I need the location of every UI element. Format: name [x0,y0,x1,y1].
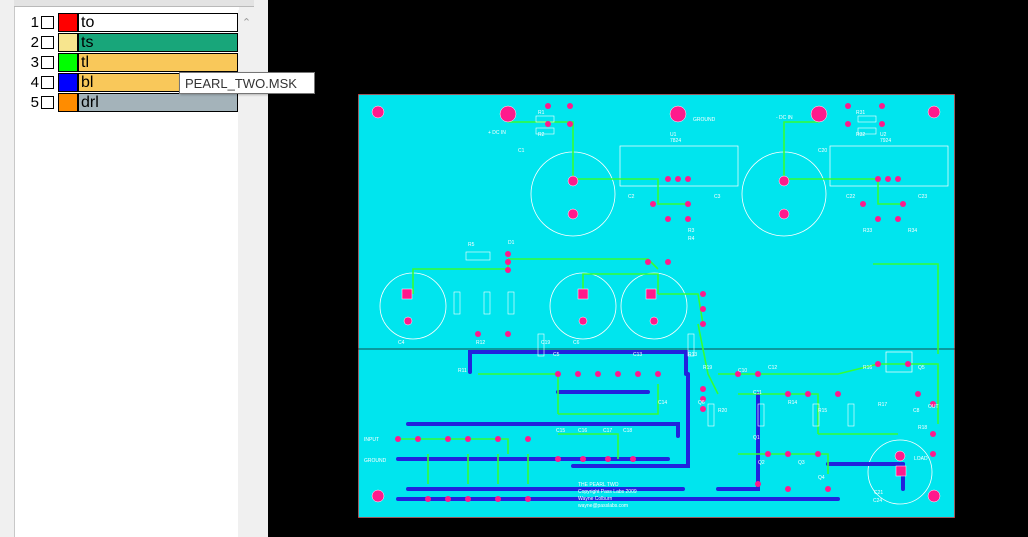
label-dc-in-right: - DC IN [776,115,793,121]
layer-visibility-checkbox[interactable] [41,76,54,89]
component-label: C3 [714,194,721,200]
label-load: LOAD [914,456,928,462]
component-label: Q3 [798,460,805,466]
component-label: R12 [476,340,485,346]
component-label: R19 [703,365,712,371]
component-label: R5 [468,242,475,248]
component-label: Q1 [753,435,760,441]
component-label: U2 [880,132,887,138]
layer-color-swatch[interactable] [58,73,78,92]
layer-name[interactable]: drl [78,93,238,112]
credit-copyright: Copyright Pass Labs 2009 [578,489,637,495]
component-label: C19 [541,340,550,346]
layer-row-tl[interactable]: 3 tl [28,53,238,72]
component-label: R3 [688,228,695,234]
component-label: R11 [458,368,467,374]
component-label: C10 [738,368,747,374]
component-label: R33 [863,228,872,234]
layer-number: 3 [30,54,39,71]
component-label: R15 [818,408,827,414]
component-label: C22 [846,194,855,200]
component-label: R13 [688,352,697,358]
component-label: Q5 [918,365,925,371]
component-label: C15 [556,428,565,434]
layer-row-to[interactable]: 1 to [28,13,238,32]
component-label: Q2 [758,460,765,466]
resistor-outlines [453,115,877,427]
pads [371,105,941,503]
layer-color-swatch[interactable] [58,33,78,52]
component-label: C4 [398,340,405,346]
component-label: 7824 [670,138,681,144]
top-traces [398,106,939,484]
component-label: R20 [718,408,727,414]
component-label: C5 [553,352,560,358]
component-label: C16 [578,428,587,434]
component-label: C23 [918,194,927,200]
component-label: C14 [658,400,667,406]
tooltip: PEARL_TWO.MSK [179,72,315,94]
board-outline [358,94,955,518]
component-label: C21 [874,490,883,496]
component-label: C17 [603,428,612,434]
scroll-up-arrow-icon[interactable]: ⌃ [241,17,252,29]
component-label: R1 [538,110,545,116]
component-label: D1 [508,240,515,246]
component-label: R32 [856,132,865,138]
component-label: C18 [623,428,632,434]
component-label: C6 [573,340,580,346]
small-pads [395,103,936,502]
layer-row-ts[interactable]: 2 ts [28,33,238,52]
capacitor-outlines [379,151,933,505]
component-label: R2 [538,132,545,138]
component-label: C1 [518,148,525,154]
layer-visibility-checkbox[interactable] [41,56,54,69]
layer-visibility-checkbox[interactable] [41,16,54,29]
label-ground-2: GROUND [364,458,387,464]
label-input: INPUT [364,437,379,443]
layer-color-swatch[interactable] [58,13,78,32]
component-label: R34 [908,228,917,234]
credit-author: Wayne Colburn [578,496,612,502]
component-label: U1 [670,132,677,138]
component-label: C24 [873,498,882,504]
layer-color-swatch[interactable] [58,53,78,72]
layer-visibility-checkbox[interactable] [41,36,54,49]
component-label: R31 [856,110,865,116]
layer-name[interactable]: tl [78,53,238,72]
label-out: OUT [928,404,939,410]
component-label: C2 [628,194,635,200]
component-label: Q6 [698,400,705,406]
component-label: Q4 [818,475,825,481]
component-label: R18 [918,425,927,431]
layer-name[interactable]: ts [78,33,238,52]
component-label: R16 [863,365,872,371]
component-label: R17 [878,402,887,408]
component-label: C20 [818,148,827,154]
regulator-outlines [619,145,949,373]
layer-number: 5 [30,94,39,111]
component-label: C13 [633,352,642,358]
pcb-board-view[interactable]: + DC IN GROUND - DC IN INPUT GROUND LOAD… [358,94,955,518]
layer-visibility-checkbox[interactable] [41,96,54,109]
layer-row-drl[interactable]: 5 drl [28,93,238,112]
component-label: R4 [688,236,695,242]
layer-number: 2 [30,34,39,51]
component-label: R14 [788,400,797,406]
vertical-scrollbar[interactable]: ⌃ [238,10,255,537]
layer-number: 4 [30,74,39,91]
layer-color-swatch[interactable] [58,93,78,112]
layer-name[interactable]: to [78,13,238,32]
layer-number: 1 [30,14,39,31]
component-label: C11 [753,390,762,396]
component-label: C12 [768,365,777,371]
component-label: 7924 [880,138,891,144]
credit-title: THE PEARL TWO [578,482,619,488]
label-ground: GROUND [693,117,716,123]
component-label: C8 [913,408,920,414]
label-dc-in-left: + DC IN [488,130,506,136]
panel-header-bar [14,0,254,7]
credit-email: wayne@passlabs.com [578,503,628,509]
